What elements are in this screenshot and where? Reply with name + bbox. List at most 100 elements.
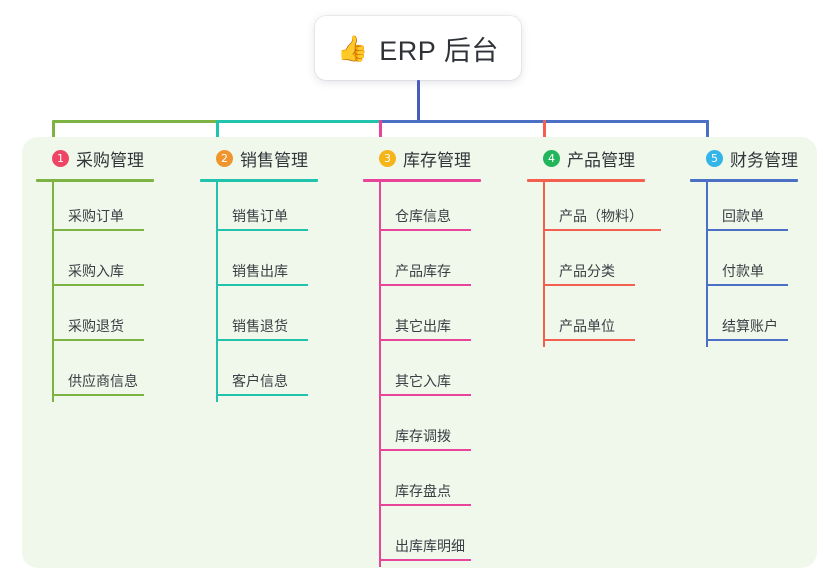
branch-item-label: 采购入库 bbox=[68, 263, 124, 279]
root-title: ERP 后台 bbox=[379, 35, 499, 66]
branch-item[interactable]: 销售退货 bbox=[200, 292, 350, 347]
branch-badge-4: 4 bbox=[543, 149, 560, 167]
branch-item-rule bbox=[216, 284, 308, 286]
branch-badge-1: 1 bbox=[52, 149, 69, 167]
branch-header-3[interactable]: 3 库存管理 bbox=[363, 145, 513, 171]
root-node-content: 👍 ERP 后台 bbox=[337, 29, 499, 68]
connector-bar-segment-3 bbox=[380, 120, 546, 123]
branch-item-label: 回款单 bbox=[722, 208, 764, 224]
branch-title-1: 采购管理 bbox=[76, 150, 144, 170]
connector-bar-segment-4 bbox=[544, 120, 709, 123]
branch-item-rule bbox=[379, 339, 471, 341]
branch-item-label: 销售出库 bbox=[232, 263, 288, 279]
branch-item-rule bbox=[706, 339, 788, 341]
branch-item-label: 产品（物料） bbox=[559, 208, 643, 224]
branch-item-label: 库存盘点 bbox=[395, 483, 451, 499]
branch-item-label: 产品库存 bbox=[395, 263, 451, 279]
branch-item-rule bbox=[379, 284, 471, 286]
connector-drop-3 bbox=[379, 120, 382, 149]
branch-item-rule bbox=[52, 394, 144, 396]
branch-item[interactable]: 采购入库 bbox=[36, 237, 186, 292]
branch-header-rule-1 bbox=[36, 179, 154, 182]
branch-column-2: 2 销售管理销售订单销售出库销售退货客户信息 bbox=[200, 145, 350, 402]
branch-item-label: 产品分类 bbox=[559, 263, 615, 279]
branch-item-list-1: 采购订单采购入库采购退货供应商信息 bbox=[36, 182, 186, 402]
branch-item-label: 其它入库 bbox=[395, 373, 451, 389]
connector-drop-4 bbox=[543, 120, 546, 149]
connector-drop-2 bbox=[216, 120, 219, 149]
branch-title-5: 财务管理 bbox=[730, 150, 798, 170]
branch-title-4: 产品管理 bbox=[567, 150, 635, 170]
branch-item-label: 销售退货 bbox=[232, 318, 288, 334]
branch-item[interactable]: 仓库信息 bbox=[363, 182, 513, 237]
branch-item-rule bbox=[543, 284, 635, 286]
root-stem bbox=[417, 80, 420, 122]
branch-header-2[interactable]: 2 销售管理 bbox=[200, 145, 350, 171]
branch-item-rule bbox=[379, 229, 471, 231]
branch-item-list-3: 仓库信息产品库存其它出库其它入库库存调拨库存盘点出库库明细 bbox=[363, 182, 513, 567]
branch-item-rule bbox=[379, 559, 471, 561]
branch-item-rule bbox=[379, 449, 471, 451]
branch-item[interactable]: 其它出库 bbox=[363, 292, 513, 347]
branch-item-rule bbox=[543, 339, 635, 341]
branch-item[interactable]: 采购订单 bbox=[36, 182, 186, 237]
branch-item-rule bbox=[216, 229, 308, 231]
branch-item[interactable]: 客户信息 bbox=[200, 347, 350, 402]
branch-item-rule bbox=[52, 339, 144, 341]
branch-header-4[interactable]: 4 产品管理 bbox=[527, 145, 677, 171]
thumbs-up-icon: 👍 bbox=[337, 33, 369, 63]
branch-title-2: 销售管理 bbox=[240, 150, 308, 170]
branch-item-label: 仓库信息 bbox=[395, 208, 451, 224]
branch-header-rule-3 bbox=[363, 179, 481, 182]
branch-item-label: 销售订单 bbox=[232, 208, 288, 224]
branch-header-rule-2 bbox=[200, 179, 318, 182]
branch-spine-4 bbox=[543, 182, 545, 347]
branch-item-label: 采购订单 bbox=[68, 208, 124, 224]
branch-item[interactable]: 产品单位 bbox=[527, 292, 677, 347]
branch-column-1: 1 采购管理采购订单采购入库采购退货供应商信息 bbox=[36, 145, 186, 402]
branch-item-rule bbox=[216, 394, 308, 396]
branch-item-rule bbox=[379, 504, 471, 506]
branch-item[interactable]: 采购退货 bbox=[36, 292, 186, 347]
branch-item-rule bbox=[706, 284, 788, 286]
branch-badge-3: 3 bbox=[379, 149, 396, 167]
branch-item-rule bbox=[543, 229, 661, 231]
branch-item[interactable]: 其它入库 bbox=[363, 347, 513, 402]
branch-header-1[interactable]: 1 采购管理 bbox=[36, 145, 186, 171]
branch-item[interactable]: 结算账户 bbox=[690, 292, 830, 347]
connector-drop-1 bbox=[52, 120, 55, 149]
branch-column-3: 3 库存管理仓库信息产品库存其它出库其它入库库存调拨库存盘点出库库明细 bbox=[363, 145, 513, 567]
branch-item[interactable]: 产品（物料） bbox=[527, 182, 677, 237]
branch-column-5: 5 财务管理回款单付款单结算账户 bbox=[690, 145, 830, 347]
branch-item-label: 供应商信息 bbox=[68, 373, 138, 389]
branch-badge-2: 2 bbox=[216, 149, 233, 167]
branch-header-5[interactable]: 5 财务管理 bbox=[690, 145, 830, 171]
branch-spine-2 bbox=[216, 182, 218, 402]
branch-title-3: 库存管理 bbox=[403, 150, 471, 170]
branch-item-label: 采购退货 bbox=[68, 318, 124, 334]
branch-panel bbox=[22, 137, 817, 568]
branch-item[interactable]: 库存盘点 bbox=[363, 457, 513, 512]
branch-item-rule bbox=[52, 229, 144, 231]
branch-item[interactable]: 出库库明细 bbox=[363, 512, 513, 567]
branch-item[interactable]: 供应商信息 bbox=[36, 347, 186, 402]
branch-item[interactable]: 产品库存 bbox=[363, 237, 513, 292]
branch-item[interactable]: 销售订单 bbox=[200, 182, 350, 237]
branch-item[interactable]: 付款单 bbox=[690, 237, 830, 292]
branch-item[interactable]: 回款单 bbox=[690, 182, 830, 237]
root-node[interactable]: 👍 ERP 后台 bbox=[315, 16, 521, 80]
branch-item[interactable]: 产品分类 bbox=[527, 237, 677, 292]
branch-spine-3 bbox=[379, 182, 381, 567]
branch-spine-5 bbox=[706, 182, 708, 347]
branch-item-label: 客户信息 bbox=[232, 373, 288, 389]
branch-item-label: 库存调拨 bbox=[395, 428, 451, 444]
branch-item-label: 其它出库 bbox=[395, 318, 451, 334]
branch-item[interactable]: 库存调拨 bbox=[363, 402, 513, 457]
connector-bar-segment-1 bbox=[53, 120, 219, 123]
branch-item-rule bbox=[706, 229, 788, 231]
connector-drop-5 bbox=[706, 120, 709, 149]
branch-item[interactable]: 销售出库 bbox=[200, 237, 350, 292]
branch-item-rule bbox=[52, 284, 144, 286]
branch-item-rule bbox=[216, 339, 308, 341]
branch-badge-5: 5 bbox=[706, 149, 723, 167]
